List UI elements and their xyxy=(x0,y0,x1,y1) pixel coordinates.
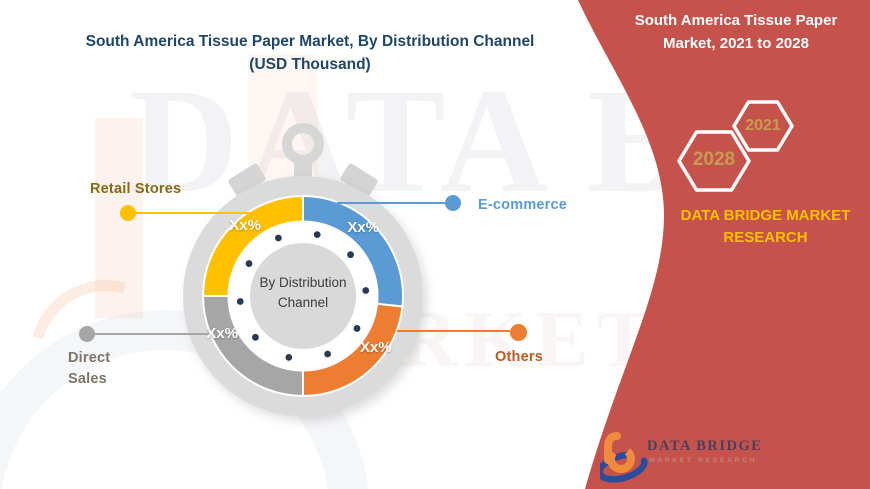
segment-value-label: Xx% xyxy=(359,338,392,356)
dial-dot xyxy=(274,234,282,242)
brand-name-text: DATA BRIDGE MARKET RESEARCH xyxy=(680,207,851,246)
dial-dot xyxy=(353,325,361,332)
dial-dot xyxy=(324,350,332,358)
callout-dot-others xyxy=(510,324,527,341)
dial-dots xyxy=(236,231,370,361)
hexagon-2021-icon xyxy=(732,100,794,152)
logo-subtitle: MARKET RESEARCH xyxy=(649,457,758,464)
callout-label-e-commerce: E-commerce xyxy=(478,197,568,213)
stopwatch-pusher-left-icon xyxy=(228,163,266,197)
dial-dot xyxy=(245,260,253,267)
callout-line-direct-sales xyxy=(95,333,211,335)
dial-dot xyxy=(313,231,321,239)
stopwatch-pusher-right-icon xyxy=(340,163,378,197)
chart-center-label: By Distribution Channel xyxy=(259,275,347,311)
dial-dot xyxy=(252,333,259,341)
callout-dot-retail-stores xyxy=(120,205,136,221)
dial-dot xyxy=(362,287,370,294)
page-title: South America Tissue Paper Market, By Di… xyxy=(85,33,535,74)
logo-blue-swoosh xyxy=(600,451,648,483)
logo-orange-stem xyxy=(604,432,621,464)
banner-heading: South America Tissue Paper Market, 2021 … xyxy=(634,12,838,52)
logo-name: DATA BRIDGE xyxy=(647,438,763,454)
chart-center-disc xyxy=(250,243,356,349)
callout-label-direct-sales: Direct Sales xyxy=(68,350,111,388)
callout-label-others: Others xyxy=(495,349,543,365)
dial-dot xyxy=(285,353,293,361)
callout-dot-direct-sales xyxy=(79,326,95,342)
segment-value-label: Xx% xyxy=(347,219,380,237)
callout-line-e-commerce xyxy=(337,202,445,204)
stopwatch-crown-icon xyxy=(282,123,324,180)
year-hexagons xyxy=(677,100,794,192)
donut-segment-retail-stores xyxy=(201,194,304,297)
year-end-label: 2028 xyxy=(692,149,736,170)
stopwatch-crown-stem xyxy=(294,160,312,180)
segment-value-label: Xx% xyxy=(206,325,238,343)
callout-dot-e-commerce xyxy=(445,195,461,211)
callout-line-others xyxy=(397,330,510,332)
callout-label-retail-stores: Retail Stores xyxy=(90,181,182,197)
donut-segments xyxy=(201,194,404,398)
callout-line-retail-stores xyxy=(136,212,251,214)
year-start-label: 2021 xyxy=(745,117,781,134)
hexagon-2028-icon xyxy=(677,130,751,192)
dial-dot xyxy=(347,251,354,259)
data-bridge-logo-icon xyxy=(600,432,648,483)
segment-value-label: Xx% xyxy=(229,217,261,235)
dial-dot xyxy=(236,298,244,305)
banner-shape xyxy=(578,0,870,489)
